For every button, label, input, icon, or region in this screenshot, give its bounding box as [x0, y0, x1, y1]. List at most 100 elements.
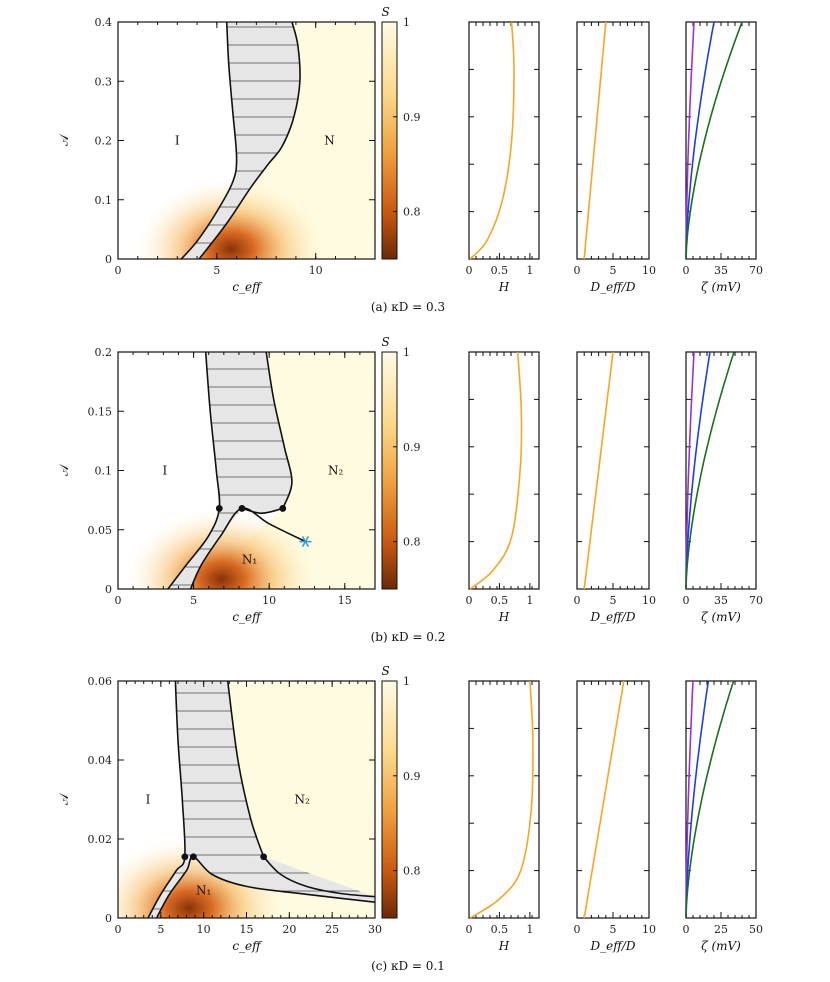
y-tick-label: 0.02	[88, 833, 113, 846]
side-x-tick-label: 0	[574, 923, 581, 936]
side-frame	[685, 680, 757, 919]
colorbar-tick-label: 0.9	[403, 111, 421, 124]
region-label: N₂	[328, 464, 344, 478]
side-x-label: D_eff/D	[590, 939, 636, 953]
side-curve	[469, 351, 523, 590]
coexistence-region	[181, 22, 301, 259]
side-x-label: D_eff/D	[590, 280, 636, 294]
x-tick-label: 5	[190, 594, 197, 607]
side-x-tick-label: 0	[574, 264, 581, 277]
x-tick-label: 10	[309, 264, 323, 277]
critical-point	[215, 505, 223, 512]
side-x-tick-label: 0.5	[491, 264, 509, 277]
side-x-tick-label: 10	[642, 264, 656, 277]
critical-point	[260, 853, 268, 861]
colorbar-tick-label: 0.8	[403, 865, 421, 878]
panel-caption: (a) κD = 0.3	[371, 300, 445, 314]
colorbar-tick-label: 1	[403, 675, 410, 688]
x-tick-label: 5	[157, 923, 164, 936]
side-frame	[468, 21, 540, 260]
side-frame	[685, 351, 757, 590]
colorbar-tick-label: 0.9	[403, 441, 421, 454]
side-x-tick-label: 0	[683, 594, 690, 607]
side-panel-0: 0 0.5 1H	[466, 680, 540, 953]
region-label: I	[175, 134, 180, 148]
colorbar-tick-label: 1	[403, 346, 410, 359]
boundary-right	[226, 681, 265, 858]
colorbar	[381, 21, 398, 260]
x-tick-label: 20	[282, 923, 296, 936]
side-frame	[468, 680, 540, 919]
side-curve	[685, 351, 695, 590]
side-x-tick-label: 5	[610, 923, 617, 936]
side-curve	[583, 351, 614, 590]
side-x-label: H	[498, 610, 510, 624]
x-tick-label: 5	[213, 264, 220, 277]
side-curve	[469, 680, 534, 919]
critical-point	[189, 853, 197, 861]
region-label: N₁	[196, 883, 211, 897]
x-tick-label: 10	[262, 594, 276, 607]
panel-caption: (b) κD = 0.2	[371, 630, 446, 644]
side-x-label: ζ (mV)	[701, 280, 741, 294]
y-tick-label: 0.1	[95, 465, 113, 478]
y-tick-label: 0.15	[88, 405, 113, 418]
critical-point	[238, 505, 246, 512]
region-label: N₁	[242, 552, 257, 566]
side-x-tick-label: 25	[714, 923, 728, 936]
y-tick-label: 0.3	[95, 75, 113, 88]
x-tick-label: 30	[368, 923, 382, 936]
side-x-tick-label: 0	[683, 264, 690, 277]
side-x-tick-label: 5	[610, 594, 617, 607]
x-axis-label: c_eff	[232, 610, 263, 624]
side-x-tick-label: 35	[714, 594, 728, 607]
side-x-tick-label: 1	[526, 594, 533, 607]
y-tick-label: 0.4	[95, 16, 113, 29]
side-x-tick-label: 1	[526, 923, 533, 936]
side-x-tick-label: 35	[714, 264, 728, 277]
order-parameter-peak	[126, 509, 317, 589]
side-x-label: H	[498, 939, 510, 953]
side-frame	[685, 21, 757, 260]
side-x-tick-label: 0	[466, 923, 473, 936]
coexistence-tail	[193, 856, 375, 903]
side-x-tick-label: 0.5	[491, 594, 509, 607]
side-x-tick-label: 70	[749, 594, 763, 607]
nematic-region	[190, 352, 375, 589]
side-curve	[685, 680, 735, 919]
side-x-tick-label: 10	[642, 923, 656, 936]
side-curve	[685, 351, 735, 590]
side-x-tick-label: 50	[749, 923, 763, 936]
side-curve	[685, 21, 715, 260]
critical-point	[279, 505, 287, 512]
side-x-tick-label: 0	[574, 594, 581, 607]
y-axis-label: 𝒜	[57, 463, 71, 476]
side-frame	[576, 680, 650, 919]
colorbar-label: S	[382, 664, 390, 678]
y-axis-label: 𝒜	[57, 792, 71, 805]
order-parameter-peak	[136, 179, 326, 259]
critical-point	[181, 853, 189, 861]
colorbar	[381, 351, 398, 590]
side-curve	[583, 680, 625, 919]
colorbar-tick-label: 0.8	[403, 536, 421, 549]
y-tick-label: 0.2	[95, 135, 113, 148]
side-curve	[685, 21, 743, 260]
y-tick-label: 0	[105, 253, 112, 266]
side-panel-1: 0 5 10D_eff/D	[574, 680, 656, 953]
side-x-tick-label: 0.5	[491, 923, 509, 936]
y-tick-label: 0.1	[95, 194, 113, 207]
side-x-tick-label: 70	[749, 264, 763, 277]
y-tick-label: 0.06	[88, 675, 113, 688]
side-curve	[583, 21, 607, 260]
side-panel-2: 0 35 70 ζ (mV)	[683, 21, 763, 294]
